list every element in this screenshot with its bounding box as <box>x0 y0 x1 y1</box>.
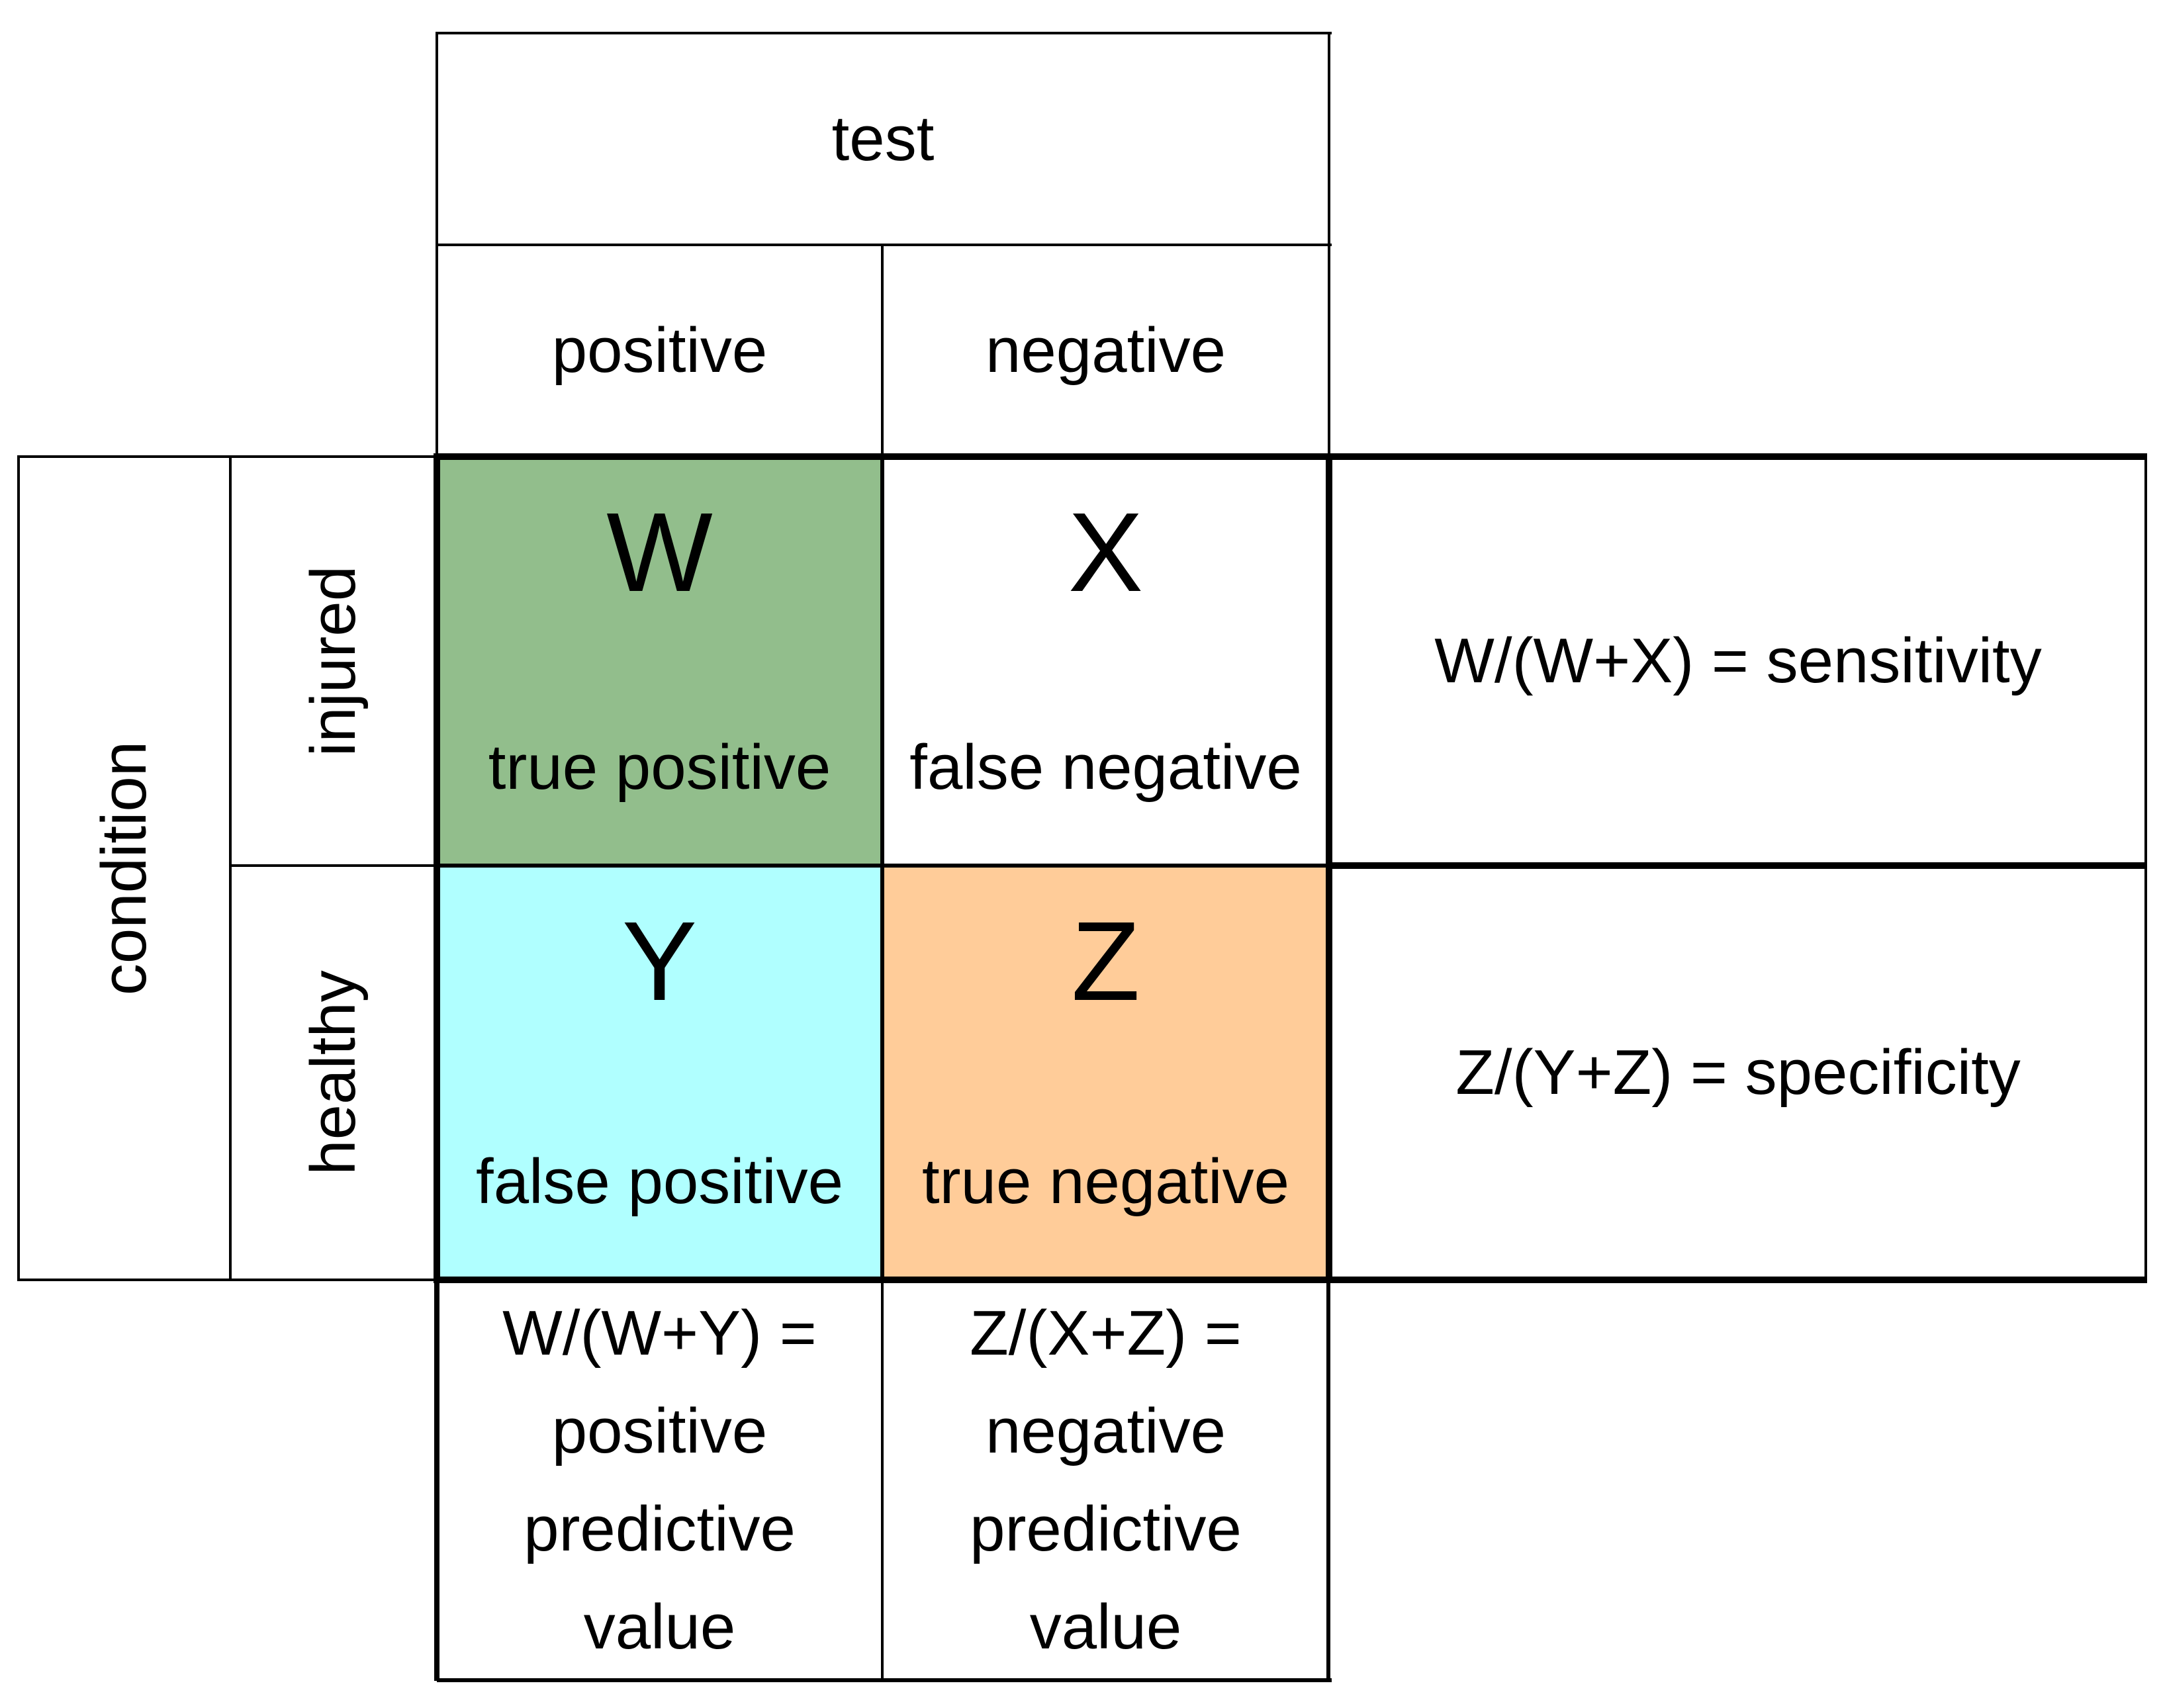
test-header-cell: test <box>437 33 1329 245</box>
injured-healthy-divider-line <box>230 864 437 867</box>
test-negative-label: negative <box>986 314 1226 386</box>
matrix-bottom-thick-line <box>437 1277 2147 1283</box>
test-positive-label: positive <box>551 314 768 386</box>
bottom-right-box-right-line <box>1326 1280 1330 1681</box>
npv-word-line-2: predictive <box>970 1494 1242 1564</box>
condition-injured-cell: injured <box>230 457 437 866</box>
npv-word-line-3: value <box>1029 1592 1182 1662</box>
specificity-formula-box: Z/(Y+Z) = specificity <box>1329 866 2147 1280</box>
false-positive-cell-fill <box>437 866 882 1280</box>
false-negative-label: false negative <box>909 732 1302 803</box>
bottom-left-box-left-line <box>434 1280 439 1681</box>
true-positive-cell-fill <box>437 457 882 866</box>
true-negative-label: true negative <box>921 1146 1290 1217</box>
condition-box-top-line <box>19 455 437 458</box>
npv-formula-line: Z/(X+Z) = <box>970 1298 1242 1369</box>
matrix-top-thick-line <box>437 453 2147 460</box>
true-positive-cell: W true positive <box>437 457 882 866</box>
injured-row-label: injured <box>298 565 369 757</box>
condition-axis-label: condition <box>89 741 160 996</box>
false-negative-letter: X <box>1068 490 1144 615</box>
sensitivity-formula-text: W/(W+X) = sensitivity <box>1434 625 2042 696</box>
test-header-label: test <box>831 103 935 174</box>
healthy-row-label: healthy <box>298 970 369 1175</box>
right-boxes-right-line <box>2144 453 2147 1283</box>
npv-word-line-1: negative <box>986 1396 1226 1466</box>
test-negative-header-cell: negative <box>882 245 1329 457</box>
ppv-formula-line: W/(W+Y) = <box>502 1298 817 1369</box>
posneg-column-divider-line <box>881 245 884 457</box>
false-positive-letter: Y <box>621 899 698 1024</box>
ppv-word-line-2: predictive <box>524 1494 796 1564</box>
ppv-word-line-3: value <box>583 1592 736 1662</box>
negative-predictive-value-box: Z/(X+Z) = negative predictive value <box>882 1280 1329 1681</box>
false-negative-cell: X false negative <box>882 457 1329 866</box>
specificity-formula-text: Z/(Y+Z) = specificity <box>1455 1037 2021 1108</box>
true-negative-cell: Z true negative <box>882 866 1329 1280</box>
test-posneg-divider-line <box>437 244 1332 246</box>
condition-box-bottom-line <box>19 1279 437 1281</box>
bottom-boxes-bottom-line <box>437 1678 1332 1682</box>
test-box-right-line <box>1328 32 1330 457</box>
true-positive-letter: W <box>606 490 713 615</box>
test-box-top-line <box>437 32 1332 34</box>
condition-box-left-line <box>17 455 20 1281</box>
true-negative-cell-fill <box>882 866 1329 1280</box>
condition-header-cell: condition <box>19 457 230 1280</box>
true-positive-label: true positive <box>488 732 831 803</box>
false-positive-cell: Y false positive <box>437 866 882 1280</box>
test-positive-header-cell: positive <box>437 245 882 457</box>
matrix-left-thick-line <box>434 453 440 1283</box>
true-negative-letter: Z <box>1071 899 1140 1024</box>
bottom-boxes-divider-line <box>881 1280 884 1681</box>
matrix-middle-column-line <box>880 457 884 1280</box>
matrix-right-thick-line <box>1326 453 1332 1283</box>
condition-injured-divider-line <box>229 455 232 1281</box>
false-positive-label: false positive <box>476 1146 843 1217</box>
sensitivity-formula-box: W/(W+X) = sensitivity <box>1329 457 2147 866</box>
condition-healthy-cell: healthy <box>230 866 437 1280</box>
test-box-left-line <box>436 32 438 457</box>
ppv-word-line-1: positive <box>551 1396 768 1466</box>
right-boxes-divider-line <box>1329 862 2147 869</box>
positive-predictive-value-box: W/(W+Y) = positive predictive value <box>437 1280 882 1681</box>
